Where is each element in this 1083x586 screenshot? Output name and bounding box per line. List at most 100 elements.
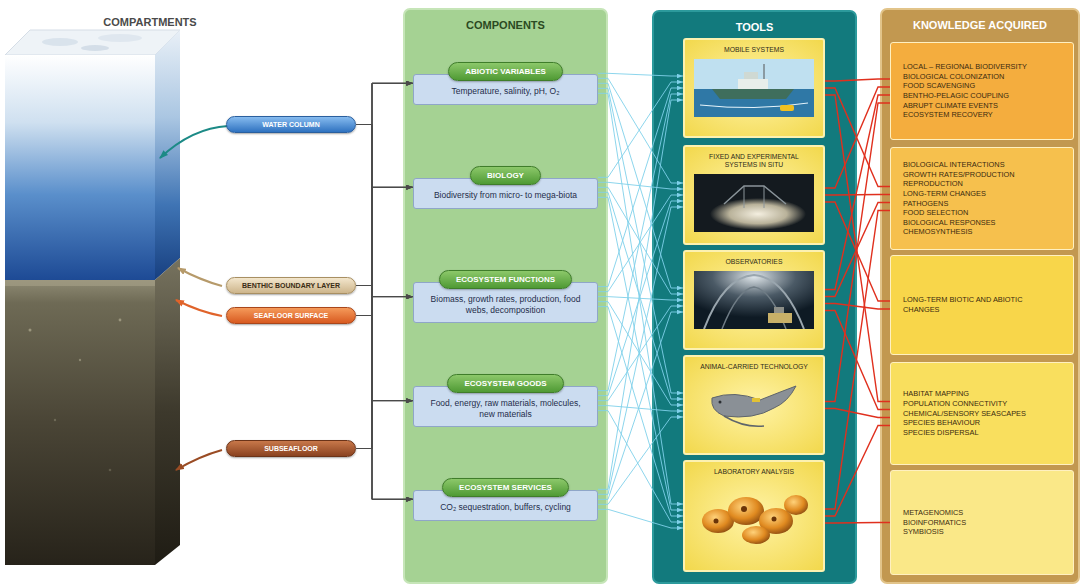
water-column — [5, 55, 155, 280]
heading-text: COMPARTMENTS — [103, 16, 196, 28]
ray-picture — [694, 376, 814, 434]
tool-box: FIXED AND EXPERIMENTAL SYSTEMS IN SITU — [683, 145, 825, 245]
node-text: SPECIES DISPERSAL — [903, 428, 1061, 438]
node-text: LONG-TERM CHANGES — [903, 189, 1061, 199]
component-title: ECOSYSTEM SERVICES — [442, 478, 569, 497]
illustration-part — [155, 258, 180, 565]
illustration-part — [728, 497, 764, 525]
leader-arrow — [176, 300, 222, 316]
illustration-part — [744, 72, 758, 79]
illustration-part — [98, 34, 142, 42]
leader-arrow — [178, 268, 222, 286]
sediment-block — [5, 280, 155, 565]
node-text: ECOSYSTEM RECOVERY — [903, 110, 1061, 120]
knowledge-box: LOCAL – REGIONAL BIODIVERSITYBIOLOGICAL … — [890, 42, 1074, 140]
node-text: OBSERVATORIES — [726, 258, 783, 266]
component-box: ECOSYSTEM FUNCTIONSBiomass, growth rates… — [413, 270, 598, 323]
component-title: BIOLOGY — [470, 166, 541, 185]
node-text: KNOWLEDGE ACQUIRED — [882, 19, 1078, 31]
node-text: ANIMAL-CARRIED TECHNOLOGY — [700, 363, 808, 371]
ocean-block — [0, 0, 260, 586]
illustration-part — [742, 526, 770, 544]
illustration-part — [744, 186, 745, 208]
region-label: WATER COLUMN — [226, 116, 356, 133]
node-text: SUBSEAFLOOR — [235, 445, 347, 452]
illustration-part — [119, 319, 122, 322]
column-panel: COMPONENTS ABIOTIC VARIABLESTemperature, … — [403, 8, 608, 584]
node-text: LONG-TERM BIOTIC AND ABIOTIC CHANGES — [903, 295, 1061, 314]
node-text: FOOD SELECTION — [903, 208, 1061, 218]
component-box: ABIOTIC VARIABLESTemperature, salinity, … — [413, 62, 598, 105]
node-text: HABITAT MAPPING — [903, 389, 1061, 399]
node-text: SPECIES BEHAVIOUR — [903, 418, 1061, 428]
illustration-part — [712, 89, 794, 99]
illustration-part — [81, 45, 109, 51]
node-text: PATHOGENS — [903, 199, 1061, 209]
illustration-part — [774, 307, 784, 313]
column-heading: COMPARTMENTS — [75, 12, 225, 30]
lander-picture — [694, 174, 814, 232]
region-label: SEAFLOOR SURFACE — [226, 307, 356, 324]
node-text: GROWTH RATES/PRODUCTION — [903, 170, 1061, 180]
illustration-part — [752, 398, 760, 402]
illustration-part — [764, 186, 765, 208]
region-label: SUBSEAFLOOR — [226, 440, 356, 457]
illustration-part — [79, 359, 81, 361]
illustration-part — [712, 386, 796, 417]
illustration-part — [780, 105, 794, 111]
column-panel: TOOLS MOBILE SYSTEMS FIXED AND EXPERIMENT… — [652, 10, 857, 584]
illustration-part — [42, 38, 78, 46]
leader-arrow — [176, 450, 222, 470]
node-text: COMPONENTS — [405, 19, 606, 31]
component-title: ECOSYSTEM FUNCTIONS — [439, 270, 572, 289]
component-title: ECOSYSTEM GOODS — [447, 374, 563, 393]
illustration-part — [741, 506, 747, 512]
node-text: WATER COLUMN — [235, 121, 347, 128]
tool-box: LABORATORY ANALYSIS — [683, 460, 825, 572]
node-text: LABORATORY ANALYSIS — [714, 468, 794, 476]
tool-box: ANIMAL-CARRIED TECHNOLOGY — [683, 355, 825, 455]
node-text: BIOLOGICAL COLONIZATION — [903, 72, 1061, 82]
node-text: MOBILE SYSTEMS — [724, 46, 784, 54]
component-box: BIOLOGYBiodiversity from micro- to mega-… — [413, 166, 598, 209]
illustration-part — [768, 313, 792, 323]
component-box: ECOSYSTEM GOODSFood, energy, raw materia… — [413, 374, 598, 427]
component-box: ECOSYSTEM SERVICESCO₂ sequestration, buf… — [413, 478, 598, 521]
illustration-part — [29, 329, 32, 332]
column-panel: KNOWLEDGE ACQUIRED LOCAL – REGIONAL BIODI… — [880, 8, 1080, 584]
node-text: BIOLOGICAL RESPONSES — [903, 218, 1061, 228]
ship-picture — [694, 59, 814, 117]
illustration-part — [724, 416, 764, 426]
leader-arrow — [160, 126, 228, 158]
component-title: ABIOTIC VARIABLES — [448, 62, 563, 81]
node-text: SYMBIOSIS — [903, 527, 1061, 537]
illustration-part — [54, 419, 56, 421]
node-text: BIOINFORMATICS — [903, 518, 1061, 528]
node-text: ABRUPT CLIMATE EVENTS — [903, 101, 1061, 111]
node-text: SEAFLOOR SURFACE — [235, 312, 347, 319]
observatory-picture — [694, 271, 814, 329]
illustration-part — [719, 401, 722, 404]
knowledge-box: BIOLOGICAL INTERACTIONSGROWTH RATES/PROD… — [890, 147, 1074, 250]
illustration-part — [694, 174, 814, 232]
knowledge-box: HABITAT MAPPINGPOPULATION CONNECTIVITYCH… — [890, 362, 1074, 465]
illustration-part — [155, 30, 180, 280]
node-text: CHEMICAL/SENSORY SEASCAPES — [903, 409, 1061, 419]
illustration-part — [5, 280, 155, 286]
illustration-part — [724, 186, 786, 204]
node-text: REPRODUCTION — [903, 179, 1061, 189]
microbe-picture — [694, 481, 814, 547]
node-text: CHEMOSYNTHESIS — [903, 227, 1061, 237]
sea-surface — [5, 30, 180, 55]
node-text: METAGENOMICS — [903, 508, 1061, 518]
illustration-part — [714, 519, 719, 524]
illustration-part — [764, 64, 765, 79]
illustration-part — [694, 271, 814, 329]
illustration-part — [784, 495, 808, 515]
node-text: FOOD SCAVENGING — [903, 81, 1061, 91]
region-label: BENTHIC BOUNDARY LAYER — [226, 277, 356, 294]
node-text: TOOLS — [654, 21, 855, 33]
tool-box: MOBILE SYSTEMS — [683, 38, 825, 138]
illustration-part — [772, 517, 777, 522]
